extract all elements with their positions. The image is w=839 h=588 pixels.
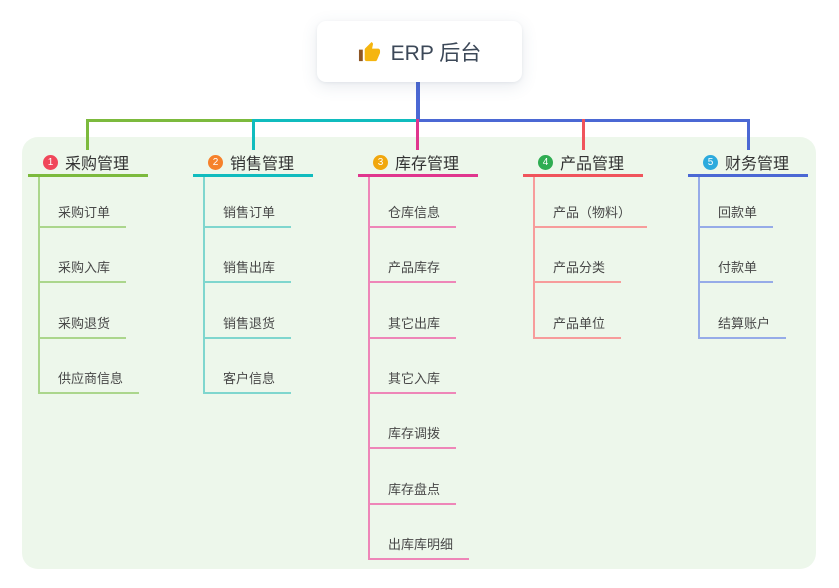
branch-label: 产品管理 xyxy=(560,156,625,173)
root-title: ERP 后台 xyxy=(390,41,482,65)
branch-node-finance[interactable]: 5 财务管理 xyxy=(688,150,808,177)
branch-children-line xyxy=(38,177,40,394)
child-node-supplier-info[interactable]: 供应商信息 xyxy=(38,368,140,394)
child-node-sales-outbound[interactable]: 销售出库 xyxy=(203,257,292,283)
child-label: 销售出库 xyxy=(223,260,276,275)
child-node-purchase-return[interactable]: 采购退货 xyxy=(38,313,127,339)
branches-panel xyxy=(22,137,816,569)
branch-label: 库存管理 xyxy=(395,156,460,173)
child-node-product-category[interactable]: 产品分类 xyxy=(533,257,622,283)
child-label: 付款单 xyxy=(718,260,758,275)
child-node-product-unit[interactable]: 产品单位 xyxy=(533,313,622,339)
child-node-settlement-account[interactable]: 结算账户 xyxy=(698,313,787,339)
badge-5: 5 xyxy=(703,154,718,170)
thumbs-up-icon xyxy=(358,41,380,62)
child-label: 其它入库 xyxy=(388,371,441,386)
child-label: 其它出库 xyxy=(388,316,441,331)
branch-children-line xyxy=(368,177,370,560)
child-node-payment-bill[interactable]: 付款单 xyxy=(698,257,774,283)
child-label: 库存盘点 xyxy=(388,482,441,497)
child-label: 销售退货 xyxy=(223,316,276,331)
branch-node-purchase[interactable]: 1 采购管理 xyxy=(28,150,148,177)
child-node-stock-detail[interactable]: 出库库明细 xyxy=(368,534,470,560)
branch-node-sales[interactable]: 2 销售管理 xyxy=(193,150,313,177)
child-label: 采购订单 xyxy=(58,205,111,220)
branch-children-line xyxy=(533,177,535,339)
branch-node-product[interactable]: 4 产品管理 xyxy=(523,150,643,177)
child-label: 产品单位 xyxy=(553,316,606,331)
root-node[interactable]: ERP 后台 xyxy=(317,21,522,82)
child-node-sales-order[interactable]: 销售订单 xyxy=(203,202,292,228)
child-label: 客户信息 xyxy=(223,371,276,386)
child-label: 采购入库 xyxy=(58,260,111,275)
child-label: 采购退货 xyxy=(58,316,111,331)
edge-purchase-drop xyxy=(86,119,89,150)
child-label: 出库库明细 xyxy=(388,537,454,552)
child-node-customer-info[interactable]: 客户信息 xyxy=(203,368,292,394)
child-label: 销售订单 xyxy=(223,205,276,220)
child-label: 库存调拨 xyxy=(388,426,441,441)
child-node-other-inbound[interactable]: 其它入库 xyxy=(368,368,457,394)
child-node-warehouse-info[interactable]: 仓库信息 xyxy=(368,202,457,228)
badge-2: 2 xyxy=(208,154,223,170)
child-node-stock-transfer[interactable]: 库存调拨 xyxy=(368,423,457,449)
child-node-stock-taking[interactable]: 库存盘点 xyxy=(368,479,457,505)
child-node-receipt-bill[interactable]: 回款单 xyxy=(698,202,774,228)
child-node-sales-return[interactable]: 销售退货 xyxy=(203,313,292,339)
branch-children-line xyxy=(203,177,205,394)
child-label: 结算账户 xyxy=(718,316,771,331)
child-node-product-stock[interactable]: 产品库存 xyxy=(368,257,457,283)
root-connector-line xyxy=(416,80,420,122)
branch-children-line xyxy=(698,177,700,339)
child-node-other-outbound[interactable]: 其它出库 xyxy=(368,313,457,339)
edge-sales-horizontal xyxy=(252,119,418,122)
child-label: 供应商信息 xyxy=(58,371,124,386)
edge-sales-drop xyxy=(252,119,255,150)
branch-label: 销售管理 xyxy=(230,156,295,173)
child-label: 产品（物料） xyxy=(553,205,632,220)
child-label: 仓库信息 xyxy=(388,205,441,220)
child-node-purchase-order[interactable]: 采购订单 xyxy=(38,202,127,228)
child-label: 产品分类 xyxy=(553,260,606,275)
branch-label: 采购管理 xyxy=(65,156,130,173)
edge-inventory-drop xyxy=(416,119,419,150)
branch-node-inventory[interactable]: 3 库存管理 xyxy=(358,150,478,177)
edge-finance-drop xyxy=(747,119,750,150)
edge-product-drop xyxy=(582,119,585,150)
badge-1: 1 xyxy=(43,154,58,170)
child-label: 产品库存 xyxy=(388,260,441,275)
badge-3: 3 xyxy=(373,154,388,170)
child-node-purchase-inbound[interactable]: 采购入库 xyxy=(38,257,127,283)
edge-purchase-horizontal xyxy=(86,119,255,122)
branch-label: 财务管理 xyxy=(725,156,790,173)
child-node-product-material[interactable]: 产品（物料） xyxy=(533,202,648,228)
badge-4: 4 xyxy=(538,154,553,170)
child-label: 回款单 xyxy=(718,205,758,220)
